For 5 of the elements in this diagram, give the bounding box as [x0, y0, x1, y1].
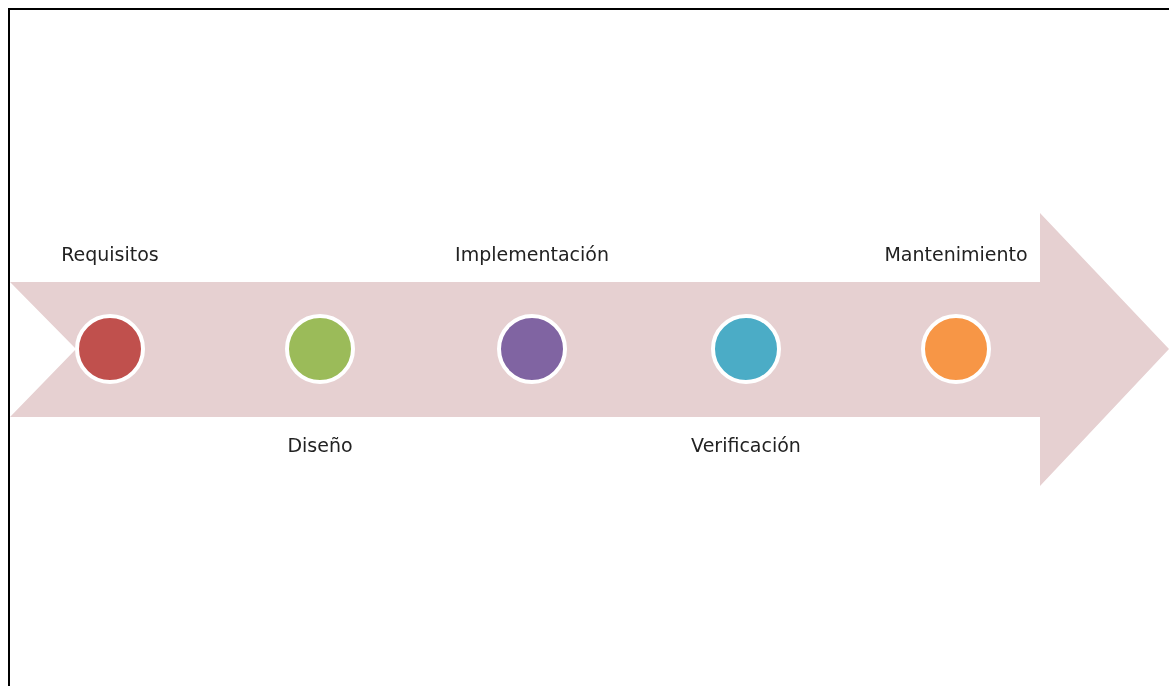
stage-label: Mantenimiento [884, 242, 1028, 266]
stage-label: Implementación [455, 242, 609, 266]
stage-label: Requisitos [61, 242, 159, 266]
stage-label: Diseño [287, 433, 353, 457]
stage-label: Verificación [691, 433, 801, 457]
